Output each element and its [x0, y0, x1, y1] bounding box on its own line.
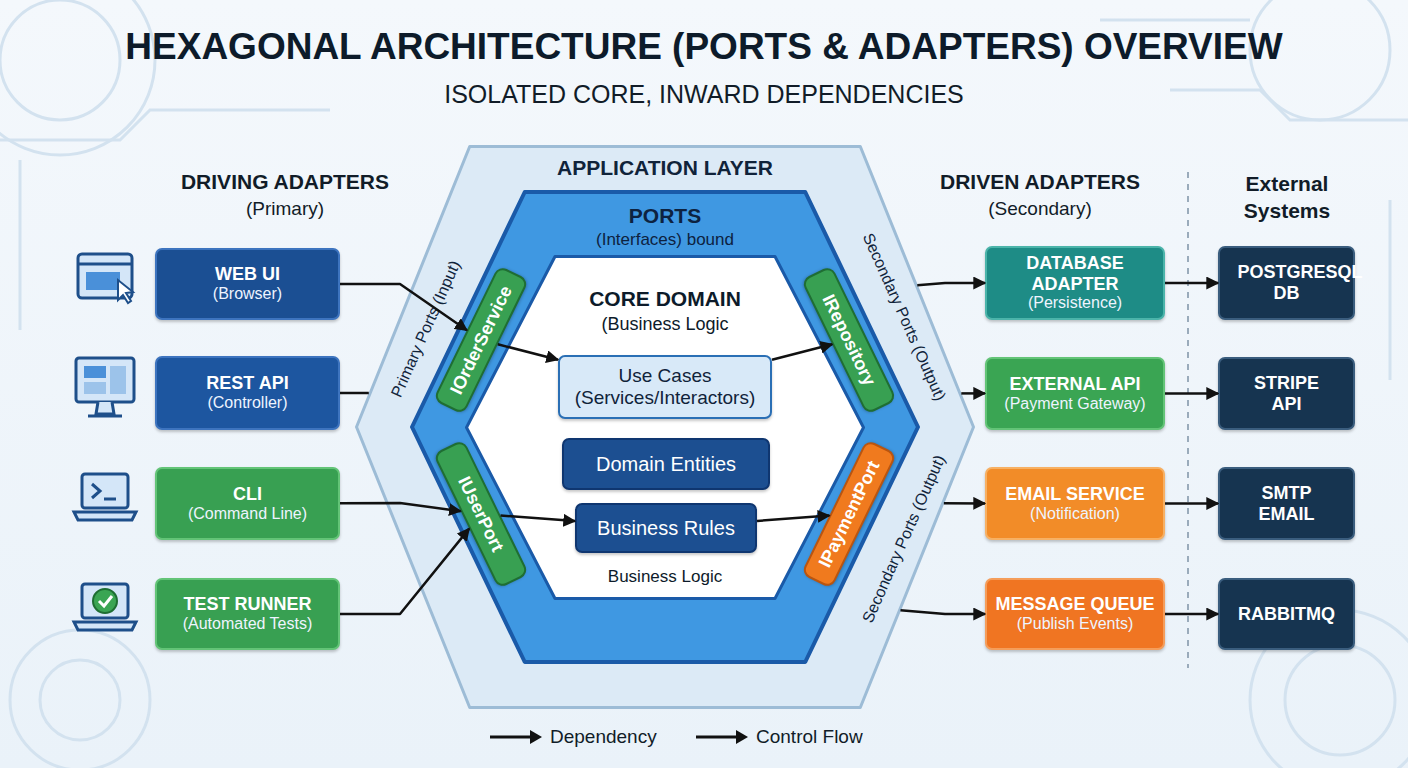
- rules-box: Business Rules: [575, 503, 757, 553]
- adapter-box: REST API(Controller): [155, 356, 340, 430]
- box-subtitle: (Browser): [213, 285, 282, 303]
- adapter-box: EXTERNAL API(Payment Gateway): [985, 357, 1165, 430]
- adapter-box: EMAIL SERVICE(Notification): [985, 467, 1165, 540]
- external-system-box: POSTGRESQL DB: [1218, 246, 1355, 320]
- legend-arrow: [488, 727, 544, 747]
- connector-arrow: [1165, 282, 1218, 285]
- subtitle: ISOLATED CORE, INWARD DEPENDENCIES: [0, 80, 1408, 109]
- adapter-box: MESSAGE QUEUE(Publish Events): [985, 578, 1165, 650]
- connector-arrow: [901, 610, 986, 614]
- box-subtitle: (Command Line): [188, 505, 307, 523]
- entity-box: Domain Entities: [562, 438, 770, 490]
- connector-arrow: [1165, 392, 1218, 395]
- diagram-title: HEXAGONAL ARCHITECTURE (PORTS & ADAPTERS…: [0, 26, 1408, 68]
- section-heading: DRIVING ADAPTERS: [150, 170, 420, 194]
- connector-arrow: [944, 502, 985, 505]
- box-subtitle: (Payment Gateway): [1004, 395, 1145, 413]
- connector-arrow: [961, 392, 985, 395]
- ports-hexagon: PORTS(Interfaces) boundIOrderServiceIUse…: [410, 190, 920, 664]
- use-case-box: Use Cases (Services/Interactors): [558, 355, 772, 419]
- box-title: DATABASE ADAPTER: [993, 253, 1157, 294]
- test-laptop-icon: [74, 584, 136, 630]
- box-title: Business Rules: [597, 517, 735, 540]
- monitor-icon: [76, 358, 134, 416]
- adapter-box: TEST RUNNER(Automated Tests): [155, 578, 340, 650]
- connector-arrow: [917, 283, 985, 285]
- box-title: EXTERNAL API: [1009, 374, 1140, 395]
- adapter-box: DATABASE ADAPTER(Persistence): [985, 246, 1165, 320]
- legend-arrow: [694, 727, 750, 747]
- connector-arrow: [1165, 502, 1218, 505]
- adapter-box: WEB UI(Browser): [155, 248, 340, 320]
- terminal-icon: [74, 474, 136, 520]
- box-subtitle: (Notification): [1030, 505, 1120, 523]
- box-title: TEST RUNNER: [183, 594, 311, 615]
- box-title: EMAIL SERVICE: [1005, 484, 1144, 505]
- section-heading: DRIVEN ADAPTERS: [915, 170, 1165, 194]
- box-title: STRIPE API: [1238, 373, 1336, 414]
- hexagon-text: (Business Logic: [465, 314, 865, 335]
- box-title: Use Cases (Services/Interactors): [566, 365, 764, 409]
- legend-item: Control Flow: [694, 726, 863, 748]
- adapter-box: CLI(Command Line): [155, 467, 340, 540]
- legend-text: Control Flow: [756, 726, 863, 748]
- box-title: SMTP EMAIL: [1238, 483, 1336, 524]
- box-title: POSTGRESQL DB: [1238, 262, 1336, 303]
- hexagon-shape: [357, 147, 974, 708]
- box-title: CLI: [233, 484, 262, 505]
- browser-icon: [78, 254, 133, 303]
- hexagon-shape: [412, 192, 918, 662]
- application-hexagon: APPLICATION LAYERPrimary Ports (Input)Se…: [355, 145, 975, 709]
- legend-item: Dependency: [488, 726, 657, 748]
- box-title: WEB UI: [215, 264, 280, 285]
- connector-arrow: [340, 392, 369, 395]
- divider-line: [1187, 172, 1189, 668]
- box-subtitle: (Controller): [207, 394, 287, 412]
- external-system-box: RABBITMQ: [1218, 578, 1355, 650]
- box-title: MESSAGE QUEUE: [995, 594, 1154, 615]
- core-hexagon: CORE DOMAIN(Business LogicBusiness Logic…: [465, 255, 865, 600]
- external-system-box: SMTP EMAIL: [1218, 467, 1355, 540]
- hexagon-heading: PORTS: [410, 204, 920, 228]
- box-title: REST API: [206, 373, 288, 394]
- box-subtitle: (Publish Events): [1017, 615, 1134, 633]
- hexagon-heading: APPLICATION LAYER: [355, 156, 975, 180]
- external-system-box: STRIPE API: [1218, 357, 1355, 430]
- section-subheading: (Primary): [150, 198, 420, 220]
- box-subtitle: (Persistence): [1028, 294, 1122, 312]
- box-subtitle: (Automated Tests): [183, 615, 313, 633]
- box-title: RABBITMQ: [1238, 604, 1335, 625]
- hexagon-text: (Interfaces) bound: [410, 230, 920, 250]
- section-subheading: (Secondary): [915, 198, 1165, 220]
- section-heading: External Systems: [1222, 170, 1352, 224]
- legend-text: Dependency: [550, 726, 657, 748]
- connector-arrow: [1165, 613, 1218, 616]
- box-title: Domain Entities: [596, 453, 736, 476]
